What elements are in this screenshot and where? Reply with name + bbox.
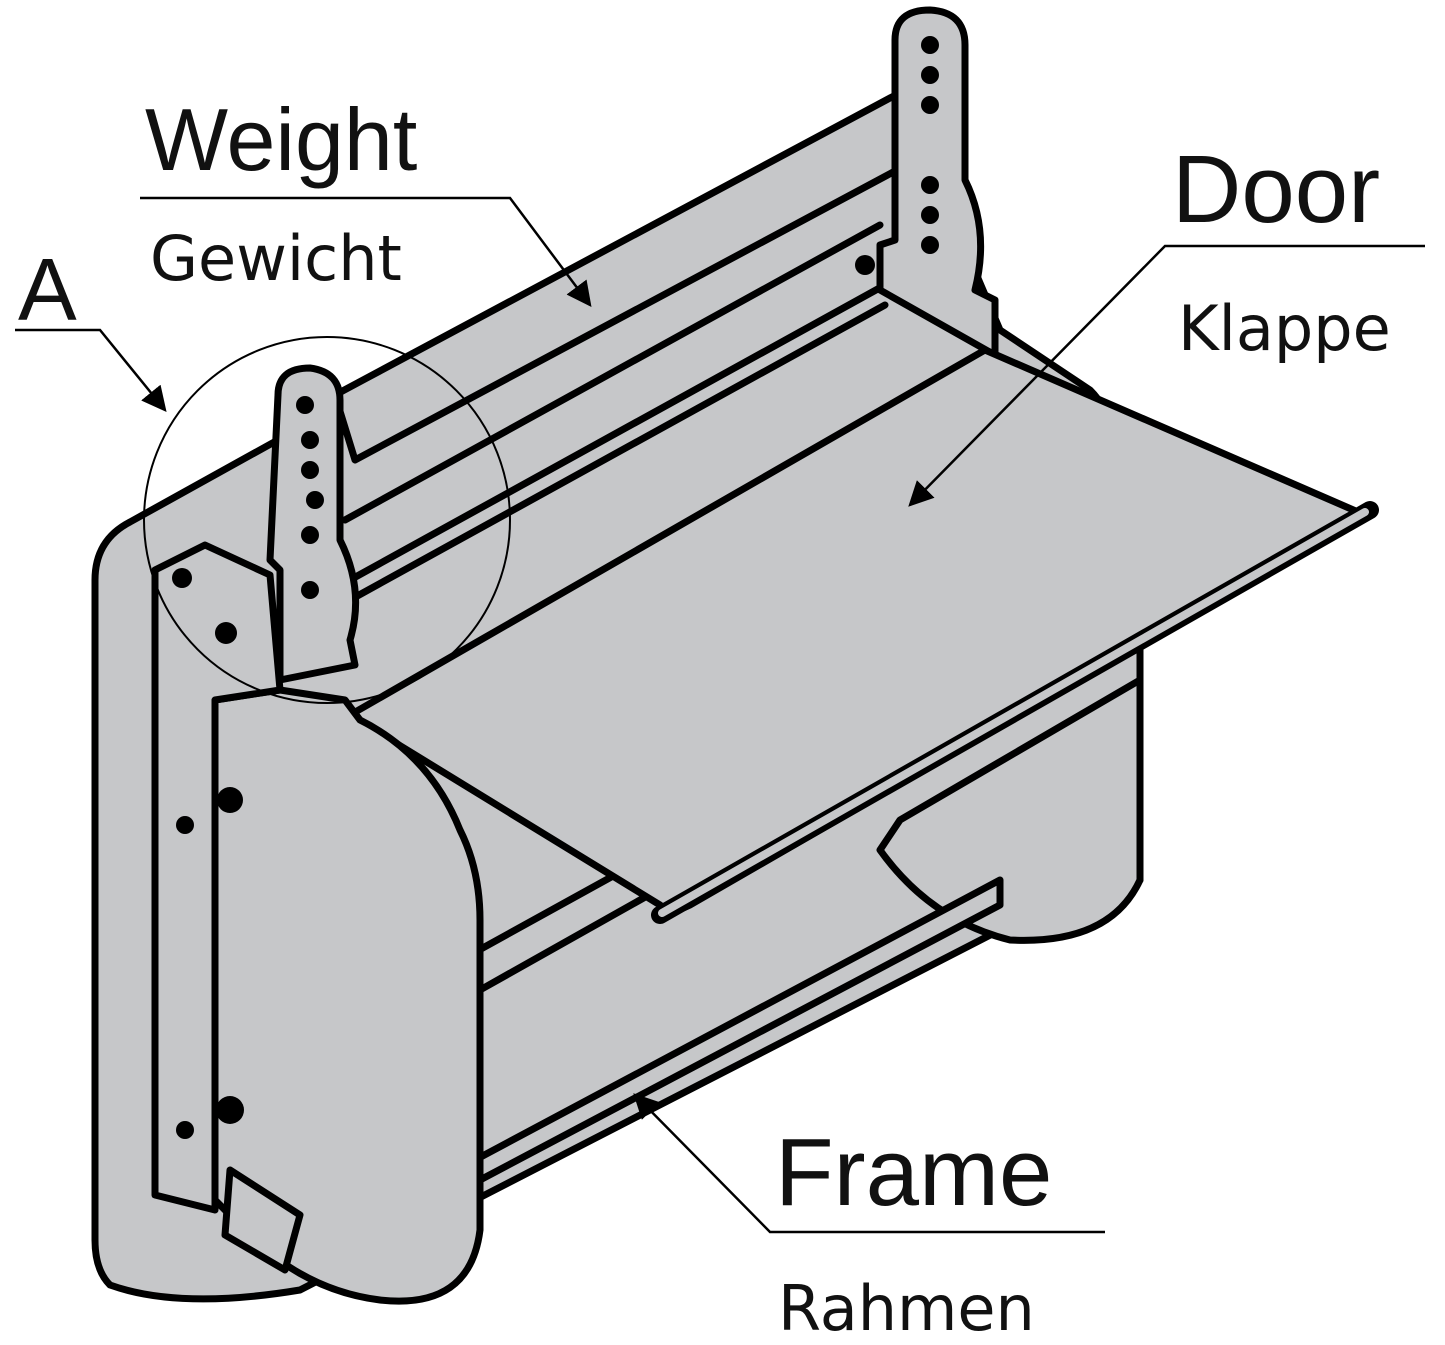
door-front-rod-fill	[658, 508, 1369, 917]
frame-label: Frame	[775, 1119, 1052, 1226]
bottom-tab	[221, 1166, 304, 1274]
left-side-plate	[211, 686, 484, 1305]
frame-leader-line	[633, 1093, 1105, 1234]
detail-a-leader-line	[15, 328, 167, 412]
left-mounting-bar	[151, 541, 284, 1214]
right-side-plate	[876, 676, 1144, 944]
mounting-holes	[172, 568, 244, 1139]
detail-a-label: A	[18, 240, 77, 339]
weight-label: Weight	[145, 90, 417, 189]
detail-circle-a	[143, 336, 511, 704]
weight-sub-label: Gewicht	[150, 222, 402, 295]
left-bracket-holes	[296, 396, 324, 599]
weight-rod	[341, 221, 884, 524]
weight-leader-line	[140, 196, 592, 308]
door-label: Door	[1172, 136, 1380, 243]
hinge-rod	[346, 281, 889, 584]
door-sub-label: Klappe	[1178, 292, 1391, 365]
hinge-rod-edge	[346, 301, 889, 604]
door-leader-line	[908, 244, 1425, 507]
frame-sub-label: Rahmen	[778, 1272, 1035, 1345]
right-bracket-holes	[855, 36, 939, 275]
left-bracket	[266, 364, 360, 684]
